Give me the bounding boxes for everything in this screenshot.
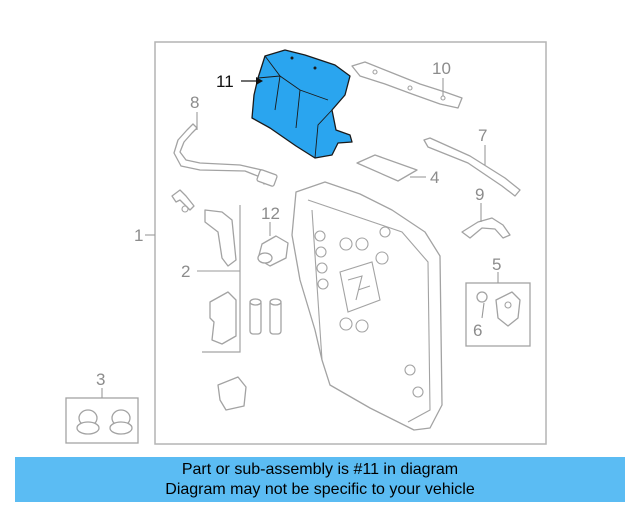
- part-12-connector: [257, 222, 289, 267]
- banner-line-2: Diagram may not be specific to your vehi…: [165, 481, 475, 498]
- callout-1: 1: [134, 226, 143, 245]
- part-4-pad: [356, 154, 426, 182]
- part-11-shield: [241, 49, 353, 159]
- bolt: [171, 189, 195, 213]
- small-block: [217, 376, 247, 411]
- part-5-sensor-group: [465, 272, 531, 347]
- callout-7: 7: [478, 126, 487, 145]
- callout-2: 2: [181, 262, 190, 281]
- callout-3: 3: [96, 370, 105, 389]
- main-module: [291, 181, 443, 431]
- part-7-strap: [423, 137, 521, 197]
- part-8-rod: [173, 112, 278, 187]
- part-3-grommets: [65, 388, 139, 444]
- callout-5: 5: [492, 255, 501, 274]
- callout-6: 6: [473, 321, 482, 340]
- callout-11: 11: [216, 72, 234, 91]
- callout-4: 4: [430, 168, 439, 187]
- callout-8: 8: [190, 93, 199, 112]
- diagram-frame: [154, 41, 547, 445]
- banner-line-1: Part or sub-assembly is #11 in diagram: [181, 461, 459, 478]
- callout-12: 12: [261, 204, 280, 223]
- callout-10: 10: [432, 59, 451, 78]
- module-bolts: [314, 226, 424, 398]
- part-10-plate: [351, 61, 463, 109]
- info-banner: Part or sub-assembly is #11 in diagram D…: [15, 457, 625, 502]
- part-9-bracket: [461, 203, 511, 239]
- parts-diagram: 11 10 8 7 4 9 12 1 5 2 6 3: [65, 41, 547, 445]
- part-2-bracket-group: [197, 205, 282, 353]
- callout-9: 9: [475, 185, 484, 204]
